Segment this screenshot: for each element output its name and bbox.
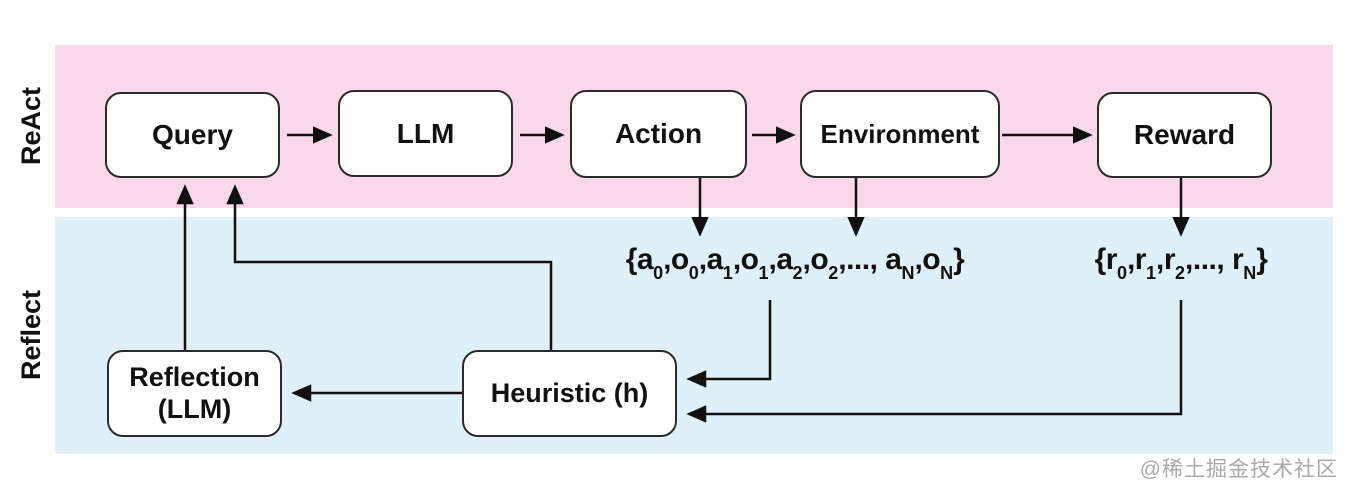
reward-label: Reward xyxy=(1133,119,1236,150)
environment-node: Environment xyxy=(800,90,1000,178)
reward-node: Reward xyxy=(1097,92,1272,178)
environment-label: Environment xyxy=(820,118,980,149)
watermark-text: @稀土掘金技术社区 xyxy=(1139,458,1338,481)
reflection-label-line1: Reflection xyxy=(129,361,260,392)
heuristic-node: Heuristic (h) xyxy=(462,350,677,437)
reward-set-text: {r0,r1,r2,..., rN} xyxy=(1094,243,1268,284)
heuristic-label: Heuristic (h) xyxy=(490,378,649,408)
trajectory-set-text: {a0,o0,a1,o1,a2,o2,..., aN,oN} xyxy=(625,243,965,284)
query-node: Query xyxy=(105,92,280,178)
llm-label: LLM xyxy=(396,117,455,149)
llm-node: LLM xyxy=(338,90,513,177)
query-label: Query xyxy=(152,119,233,150)
react-band-label: ReAct xyxy=(16,86,46,166)
reflection-label-line2: (LLM) xyxy=(157,393,232,424)
reflection-node: Reflection (LLM) xyxy=(107,350,282,437)
action-label: Action xyxy=(614,118,703,149)
reflect-band-label: Reflect xyxy=(16,289,46,380)
action-node: Action xyxy=(570,90,747,178)
